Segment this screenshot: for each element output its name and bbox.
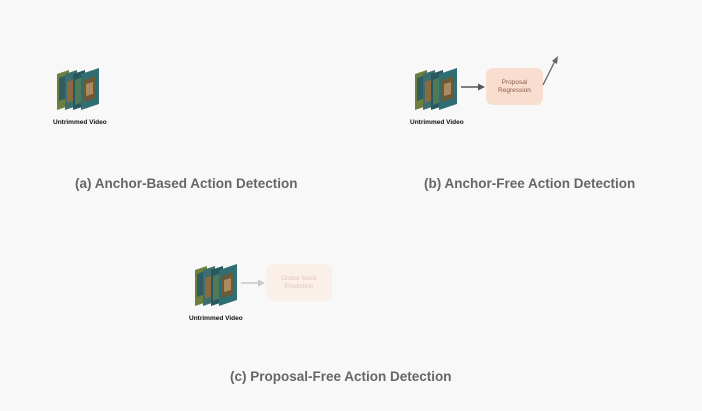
box-b-line1: Proposal xyxy=(501,78,528,86)
video-frames-b xyxy=(415,68,457,110)
proposal-regression-box: Proposal Regression xyxy=(486,68,543,105)
video-label-c: Untrimmed Video xyxy=(189,315,243,322)
global-mask-prediction-box: Global Mask Prediction xyxy=(266,264,332,301)
panel-c-title: (c) Proposal-Free Action Detection xyxy=(230,369,452,384)
video-label-b: Untrimmed Video xyxy=(410,119,464,126)
box-c-line1: Global Mask xyxy=(280,274,318,282)
video-frames-a xyxy=(57,68,99,110)
arrow-b xyxy=(461,83,485,91)
diagonal-arrow-b xyxy=(542,56,558,86)
video-label-a: Untrimmed Video xyxy=(53,119,107,126)
box-c-line2: Prediction xyxy=(284,282,314,290)
box-b-line2: Regression xyxy=(498,86,531,94)
video-frames-c xyxy=(195,264,237,306)
panel-b-title: (b) Anchor-Free Action Detection xyxy=(424,176,636,191)
frame-front xyxy=(219,264,237,306)
frame-front xyxy=(439,68,457,110)
panel-a-title: (a) Anchor-Based Action Detection xyxy=(75,176,298,191)
frame-front xyxy=(81,68,99,110)
arrow-c xyxy=(241,279,265,287)
